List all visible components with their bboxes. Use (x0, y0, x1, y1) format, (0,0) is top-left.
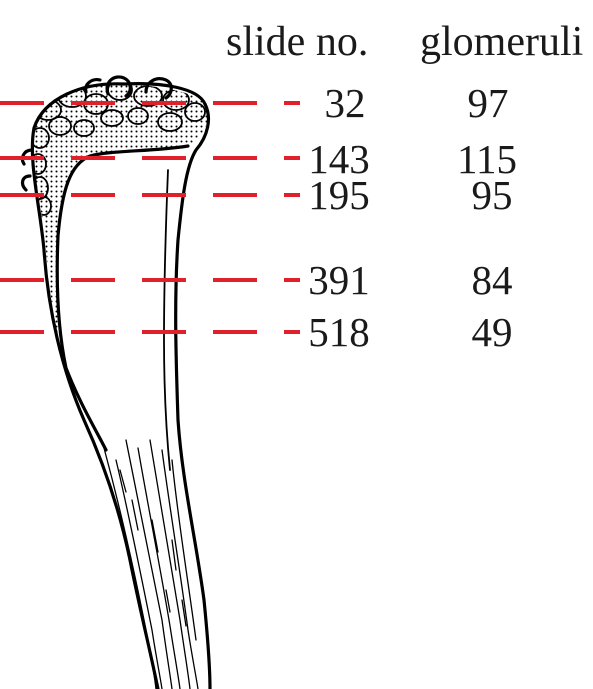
header-slide-no: slide no. (226, 19, 368, 65)
bulb-outline-right (176, 104, 210, 689)
table-values: 32 97 143 115 195 95 391 84 518 49 (308, 80, 517, 355)
glomeruli-value: 49 (472, 309, 513, 355)
slide-value: 518 (308, 309, 370, 355)
glomeruli-value: 84 (472, 257, 513, 303)
glomeruli-value: 97 (468, 80, 509, 126)
header-glomeruli: glomeruli (420, 19, 583, 65)
slide-value: 195 (308, 172, 370, 218)
slide-value: 32 (325, 80, 366, 126)
tract-inner-right (164, 170, 170, 470)
glomeruli-value: 95 (472, 172, 513, 218)
slide-value: 391 (308, 257, 370, 303)
olfactory-bulb-drawing (22, 77, 210, 689)
